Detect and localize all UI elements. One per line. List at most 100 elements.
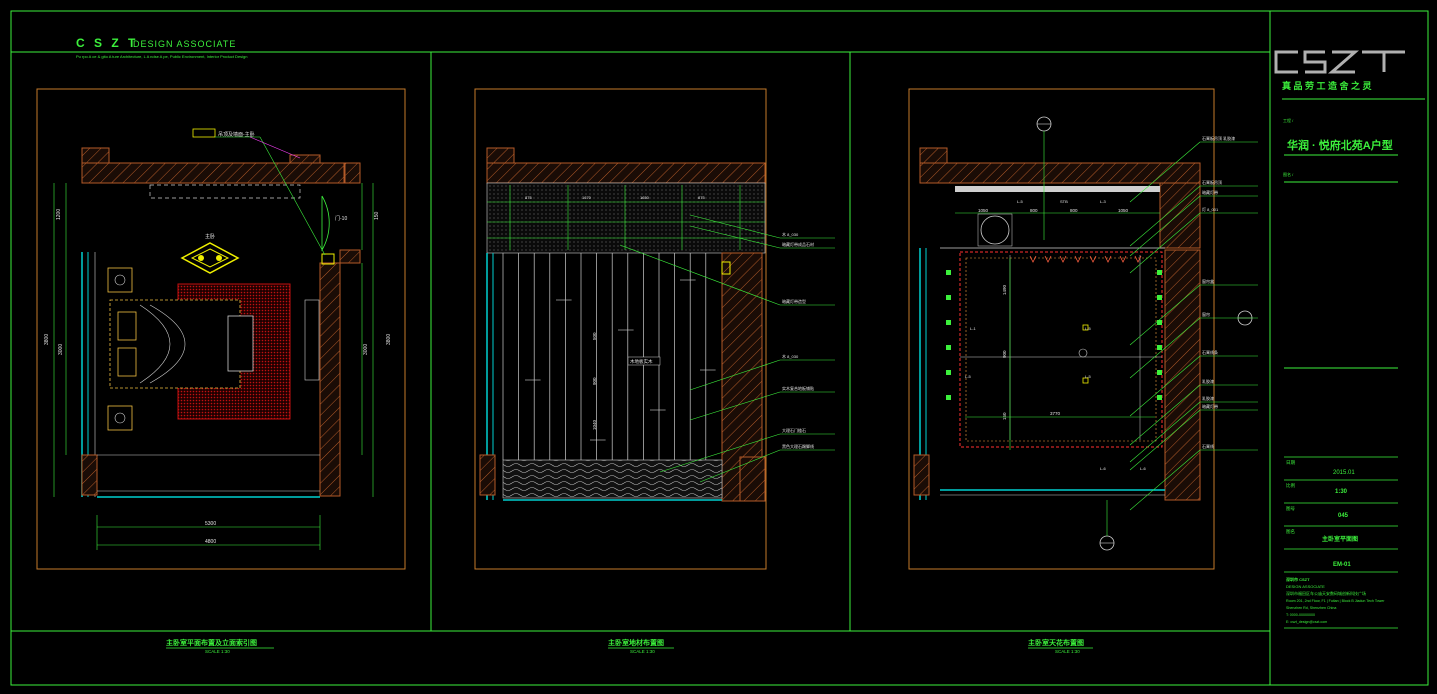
pillow-2 <box>117 347 137 377</box>
p3-leader <box>1129 384 1201 446</box>
address-en: Room 201, 2nd Floor, F1 | Futian | Block… <box>1286 599 1385 603</box>
p2-center-label-box <box>627 356 661 366</box>
callout-text: 吊顶及墙面-主卧 <box>218 131 255 138</box>
p3-top-wall-stub <box>919 147 948 164</box>
p3-callout-text: 石膏线条 <box>1202 349 1218 355</box>
p2-dim-7: 1040 <box>592 419 597 430</box>
panel-1-border <box>36 88 406 570</box>
p3-callout-text: 窗帘盒 <box>1202 278 1214 284</box>
p2-leader-1 <box>689 214 781 239</box>
p2-marble-strip <box>502 459 723 499</box>
p2-ceiling-band <box>486 182 766 254</box>
name-label: 图名 <box>1286 528 1295 535</box>
panel-3-border <box>908 88 1215 570</box>
bottom-left-wall <box>81 454 98 496</box>
name-value: 主卧室平面图 <box>1322 535 1358 543</box>
p3-leader <box>1129 355 1201 417</box>
dim-left-c-text: 3800 <box>44 334 50 345</box>
p2-leader-5 <box>689 391 781 421</box>
lamp-1 <box>114 274 126 286</box>
diamond-dot-2 <box>216 255 222 261</box>
panel-2-scale: SCALE 1:30 <box>630 649 655 654</box>
p3-leader <box>1129 317 1201 379</box>
outer-frame <box>10 10 1429 686</box>
p2-dim-2: 1670 <box>582 195 592 200</box>
project-name: 华润 · 悦府北苑A户型 <box>1287 138 1393 152</box>
p2-leader-7 <box>699 449 781 483</box>
p3-top-right-wall <box>1159 182 1201 249</box>
p3-label-5: L-5 <box>1085 326 1092 331</box>
p3-right-wall <box>1164 249 1201 501</box>
p2-callout-1: 木 8_030 <box>782 231 799 237</box>
p3-dim-w1: 1050 <box>978 208 989 213</box>
p2-callout-7: 黑色大理石踢脚线 <box>782 443 814 449</box>
downlight-right <box>1157 295 1162 300</box>
bed-cover <box>139 304 171 384</box>
p3-label-9: L-6 <box>1140 466 1147 471</box>
tv-cabinet <box>304 299 320 381</box>
downlight-top <box>1029 255 1037 263</box>
p3-dim-h3: 150 <box>1002 412 1007 420</box>
panel-2-border <box>474 88 767 570</box>
nightstand-1 <box>107 267 133 293</box>
wardrobe <box>149 184 301 199</box>
p2-bottom-left-wall <box>479 454 496 496</box>
number-label: 图号 <box>1286 506 1295 512</box>
p2-right-wall-lower <box>739 456 766 502</box>
logo-slogan: 真 品 劳 工 造 舍 之 灵 <box>1282 80 1373 91</box>
scale-value: 1:30 <box>1335 489 1348 495</box>
downlight-top <box>1089 255 1097 263</box>
downlight-top <box>1104 255 1112 263</box>
drawing-label: 图名 / <box>1283 171 1294 177</box>
logo-S <box>1303 50 1327 74</box>
p3-lights <box>946 255 1162 400</box>
date-label: 日期 <box>1286 460 1295 466</box>
panel-3-scale: SCALE 1:30 <box>1055 649 1080 654</box>
p2-dim-6: 900 <box>592 377 597 385</box>
downlight-right <box>1157 370 1162 375</box>
nightstand-2 <box>107 405 133 431</box>
door-label: 门-10 <box>335 215 347 222</box>
sidebar: 真 品 劳 工 造 舍 之 灵 工程 / 华润 · 悦府北苑A户型 图名 / 日… <box>1274 50 1425 629</box>
dim-bottom-a-text: 5300 <box>205 521 216 527</box>
company: 深圳市 CSZT <box>1286 576 1310 582</box>
p3-ac-box <box>977 213 1013 247</box>
p3-leader <box>1129 195 1201 257</box>
p3-dim-w3: 800 <box>1070 208 1078 213</box>
logo-C <box>1274 50 1298 74</box>
p3-leader <box>1129 185 1201 247</box>
downlight-left <box>946 345 951 350</box>
address-en2: Shenzhen Rd, Shenzhen China <box>1286 606 1336 610</box>
top-wall <box>81 162 345 184</box>
p2-callout-2: 暗藏灯带成品石材 <box>782 241 814 247</box>
p2-dim-3: 1650 <box>640 195 650 200</box>
p2-callout-6: 大理石门槛石 <box>782 427 806 433</box>
p3-leader <box>1129 284 1201 346</box>
p3-callout-text: 石膏板吊顶 <box>1202 179 1222 185</box>
p3-dim-span: 3770 <box>1050 411 1061 416</box>
downlight-top <box>1044 255 1052 263</box>
downlight-left <box>946 395 951 400</box>
code-value: EM-01 <box>1333 562 1351 568</box>
index-diamond <box>180 242 240 274</box>
p3-label-7: L-5 <box>965 374 972 379</box>
p2-callout-3: 暗藏灯带造型 <box>782 298 806 304</box>
p3-callout-text: 窗帘 <box>1202 311 1210 317</box>
p3-label-3: STB <box>1060 199 1068 204</box>
panel-3-title: 主卧室天花布置图 <box>1028 638 1084 647</box>
downlight-left <box>946 270 951 275</box>
panel-1: 主卧 吊顶及墙面-主卧 门-10 1200 3800 3000 150 3000… <box>36 88 406 570</box>
p3-label-8: L-6 <box>1100 466 1107 471</box>
pillow-1 <box>117 311 137 341</box>
email: E: cszt_design@cszt.com <box>1286 620 1327 624</box>
downlight-left <box>946 370 951 375</box>
spotlight <box>1082 377 1089 384</box>
lamp-2 <box>114 412 126 424</box>
p2-callouts: 木 8_030 暗藏灯带成品石材 暗藏灯带造型 木 8_030 实木复合地板铺贴… <box>619 214 835 483</box>
dim-right-c-text: 3800 <box>386 334 392 345</box>
p3-label-2: L-3 <box>1100 199 1107 204</box>
spotlight <box>1082 324 1089 331</box>
callout-box <box>192 128 216 138</box>
panel-2: 875 1670 1650 875 木地板实木 500 900 1040 <box>474 88 835 570</box>
